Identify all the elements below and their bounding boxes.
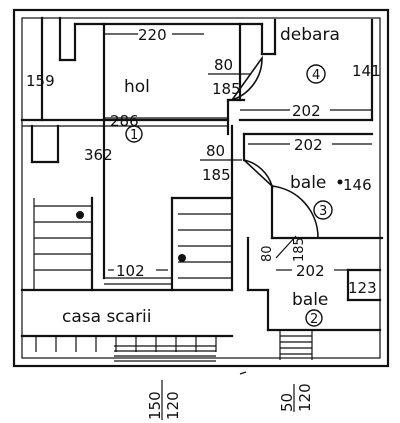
dim-362: 362 <box>84 146 113 164</box>
door1-width: 80 <box>214 56 233 74</box>
room-number-text: 4 <box>312 68 320 83</box>
window2-bottom-value: 120 <box>296 383 314 412</box>
room-label-casa-scarii: casa scarii <box>62 307 152 327</box>
dim-202-debara: 202 <box>292 102 321 120</box>
room-number-2: 2 <box>305 309 323 327</box>
room-number-1: 1 <box>125 125 143 143</box>
room-label-debara: debara <box>280 25 340 45</box>
door2-width: 80 <box>206 142 225 160</box>
dim-146: 146 <box>343 176 372 194</box>
window2-top-value: 50 <box>278 393 296 412</box>
window1-bottom-value: 120 <box>164 391 182 420</box>
room-number-circle <box>306 64 326 84</box>
stairs <box>33 198 313 362</box>
room-number-circle <box>125 125 143 143</box>
room-number-circle <box>305 309 323 327</box>
door3-width: 80 <box>260 245 275 262</box>
marker-dot <box>178 254 186 262</box>
window-label-2: 50 120 <box>278 383 314 412</box>
dim-159: 159 <box>26 72 55 90</box>
window-label-1: 150 120 <box>146 380 182 420</box>
room-number-4: 4 <box>306 64 326 84</box>
door2-height: 185 <box>202 166 231 184</box>
room-number-text: 1 <box>130 128 138 143</box>
outer-wall <box>12 8 390 368</box>
room-number-text: 2 <box>310 312 318 327</box>
dimension-lines <box>104 33 372 271</box>
dim-202-bale2: 202 <box>296 262 325 280</box>
door3-fraction-bar <box>275 235 297 259</box>
outer-walls <box>12 8 390 368</box>
dim-202-bale1: 202 <box>294 136 323 154</box>
dim-102: 102 <box>116 262 145 280</box>
door1-height: 185 <box>212 80 241 98</box>
marker-dot <box>337 179 343 185</box>
dim-141: 141 <box>352 62 381 80</box>
dim-220: 220 <box>138 26 167 44</box>
room-number-circle <box>313 200 333 220</box>
door-bale2-arc <box>271 185 319 239</box>
marker-dot <box>76 211 84 219</box>
dim-286: 286 <box>110 112 139 130</box>
room-label-hol: hol <box>124 77 150 97</box>
fraction-bars <box>200 73 297 259</box>
door-bale1-swing <box>243 159 274 189</box>
door3-height: 185 <box>292 237 307 262</box>
room-label-bale-1: bale <box>290 173 326 193</box>
dim-123: 123 <box>348 279 377 297</box>
tick-mark <box>239 371 247 375</box>
outer-wall-inner-line <box>21 17 381 359</box>
interior-walls <box>20 16 384 338</box>
doors <box>231 55 319 239</box>
room-number-3: 3 <box>313 200 333 220</box>
room-number-text: 3 <box>319 204 327 219</box>
room-label-bale-2: bale <box>292 290 328 310</box>
window1-top-value: 150 <box>146 391 164 420</box>
door-debara-swing <box>231 55 263 101</box>
